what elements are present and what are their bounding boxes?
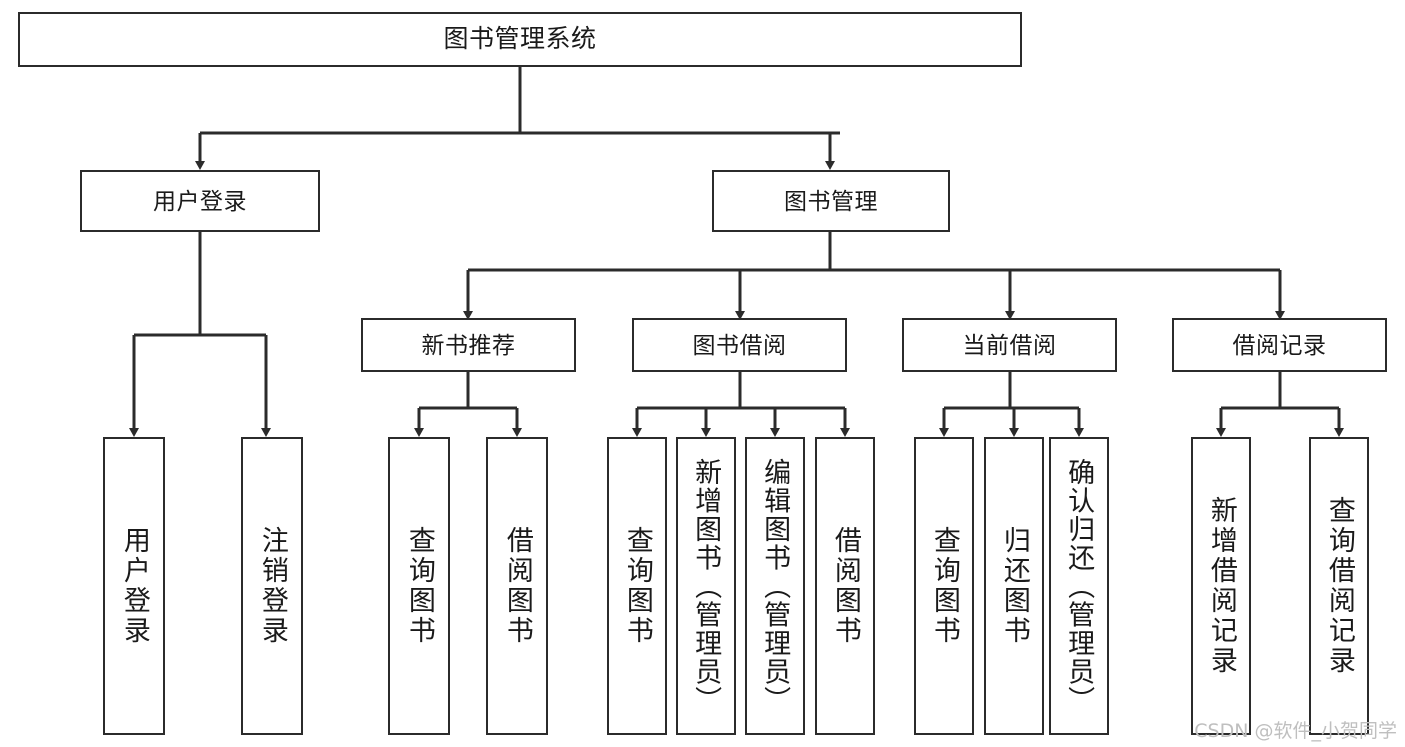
- node-label: 新增图书（管理员）: [691, 457, 722, 715]
- leaf-add-book-admin[interactable]: 新增图书（管理员）: [676, 437, 736, 735]
- node-label: 用户登录: [153, 187, 247, 214]
- node-label: 查询图书: [929, 526, 960, 646]
- leaf-query-books-newbook[interactable]: 查询图书: [388, 437, 450, 735]
- node-label: 查询借阅记录: [1324, 496, 1355, 676]
- node-book-management[interactable]: 图书管理: [712, 170, 950, 232]
- leaf-user-login[interactable]: 用户登录: [103, 437, 165, 735]
- node-label: 查询图书: [622, 526, 653, 646]
- leaf-borrow-books-borrow[interactable]: 借阅图书: [815, 437, 875, 735]
- node-label: 注销登录: [257, 526, 288, 646]
- node-label: 图书管理: [784, 187, 878, 214]
- node-label: 图书借阅: [692, 331, 787, 358]
- node-label: 编辑图书（管理员）: [760, 457, 791, 715]
- node-label: 确认归还（管理员）: [1064, 457, 1095, 715]
- csdn-watermark: CSDN @软件_小贺同学: [1194, 720, 1397, 742]
- leaf-add-borrow-record[interactable]: 新增借阅记录: [1191, 437, 1251, 735]
- node-borrow-records[interactable]: 借阅记录: [1172, 318, 1387, 372]
- node-label: 图书管理系统: [443, 25, 597, 54]
- leaf-borrow-books-newbook[interactable]: 借阅图书: [486, 437, 548, 735]
- leaf-query-borrow-record[interactable]: 查询借阅记录: [1309, 437, 1369, 735]
- node-new-book-recommendation[interactable]: 新书推荐: [361, 318, 576, 372]
- node-user-login[interactable]: 用户登录: [80, 170, 320, 232]
- node-root-library-system[interactable]: 图书管理系统: [18, 12, 1022, 67]
- leaf-return-books[interactable]: 归还图书: [984, 437, 1044, 735]
- node-current-borrowing[interactable]: 当前借阅: [902, 318, 1117, 372]
- node-label: 用户登录: [119, 526, 150, 646]
- node-label: 归还图书: [999, 526, 1030, 646]
- node-label: 新书推荐: [421, 331, 516, 358]
- node-label: 借阅图书: [502, 526, 533, 646]
- leaf-confirm-return-admin[interactable]: 确认归还（管理员）: [1049, 437, 1109, 735]
- node-label: 查询图书: [404, 526, 435, 646]
- node-label: 借阅图书: [830, 526, 861, 646]
- leaf-edit-book-admin[interactable]: 编辑图书（管理员）: [745, 437, 805, 735]
- leaf-query-books-current[interactable]: 查询图书: [914, 437, 974, 735]
- leaf-logout[interactable]: 注销登录: [241, 437, 303, 735]
- leaf-query-books-borrow[interactable]: 查询图书: [607, 437, 667, 735]
- node-label: 借阅记录: [1232, 331, 1327, 358]
- node-book-borrowing[interactable]: 图书借阅: [632, 318, 847, 372]
- node-label: 新增借阅记录: [1206, 496, 1237, 676]
- node-label: 当前借阅: [962, 331, 1057, 358]
